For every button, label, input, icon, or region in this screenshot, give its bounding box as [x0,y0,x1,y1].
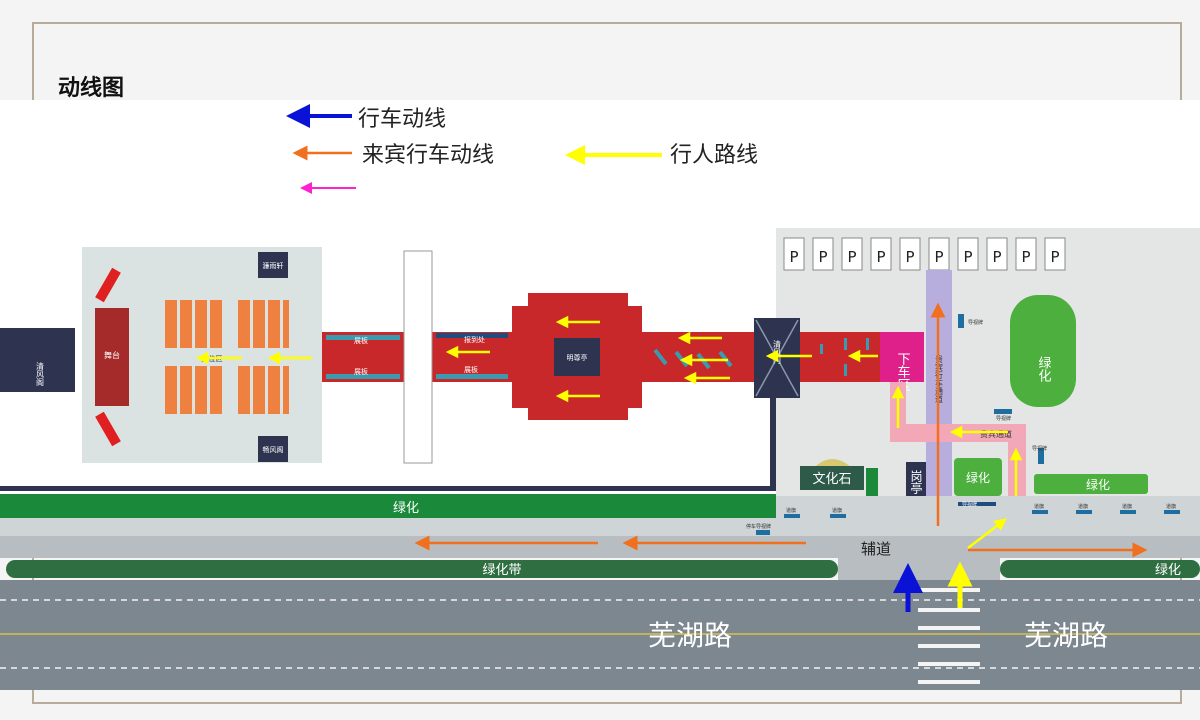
svg-text:道旗: 道旗 [1166,503,1176,510]
pavilion-left [0,328,75,392]
main-road [0,580,1200,690]
green-bottom [0,494,776,518]
sign-1 [958,314,964,328]
green-belt-right [1000,560,1200,578]
dropoff-zone [880,332,924,382]
svg-text:道旗: 道旗 [1078,503,1088,510]
stage [95,308,129,406]
parking-label: P [789,248,798,266]
parking-label: P [847,248,856,266]
gate-label: 清风门 [773,339,782,365]
green-right-label: 绿化 [1036,356,1052,383]
green-right [1010,295,1076,407]
guest-vehicle-flow [414,302,1148,558]
svg-text:道旗: 道旗 [832,507,842,514]
entry-flags [820,338,869,376]
culture-stone-label: 文化石 [812,472,851,487]
guard-post-label: 岗亭 [909,470,923,494]
parking-label: P [992,248,1001,266]
guest-channel-label: 贵宾通道 [980,429,1012,439]
sign-4-label: 停车导视牌 [746,523,771,530]
board-4 [436,374,508,379]
sign-3-label: 导视牌 [1032,445,1047,452]
stage-label: 舞台 [104,350,120,360]
pedestrian-flow [195,315,1023,608]
green-bottom-label: 绿化 [393,501,419,516]
green-strip [1034,474,1148,494]
board-1-label: 展板 [354,336,368,345]
parking-label: P [1050,248,1059,266]
crosswalk [918,588,980,684]
parking-label: P [876,248,885,266]
top-pavilion [258,252,288,278]
culture-stone [800,466,864,490]
road-label-right: 芜湖路 [1024,619,1108,652]
legend-guest-vehicle-label: 来宾行车动线 [362,143,494,168]
sidewalk-left [0,518,776,536]
stage-wing-top [95,267,121,303]
board-3 [436,333,508,338]
road-label-left: 芜湖路 [648,619,732,652]
culture-stone-green [866,468,878,496]
parking-space [1044,237,1066,271]
sign-2 [994,409,1012,414]
board-2-label: 展板 [354,367,368,376]
parking-space [812,237,834,271]
svg-text:道旗: 道旗 [1122,503,1132,510]
parking-space [870,237,892,271]
sidewalk-flags: 道旗 道旗 道旗 道旗 道旗 道旗 [784,503,1180,518]
seating-area [165,300,289,414]
parking-space [841,237,863,271]
bottom-pavilion [258,436,288,462]
guest-channel [890,382,1026,496]
green-small [954,458,1002,496]
legend: 行车动线 来宾行车动线 行人路线 [286,104,758,194]
svg-text:道旗: 道旗 [786,507,796,514]
aux-road [0,536,1200,558]
aux-road-label: 辅道 [861,540,891,558]
green-belt-label: 绿化带 [482,563,521,578]
median-gap [838,558,1000,580]
green-strip-label: 绿化 [1086,477,1110,492]
sign-3 [1038,448,1044,464]
parking-label: P [818,248,827,266]
parking-space [986,237,1008,271]
parking-space [783,237,805,271]
parking-label: P [1021,248,1030,266]
parking-space [1015,237,1037,271]
board-4-label: 展板 [464,365,478,374]
parking-space [899,237,921,271]
board-1 [326,335,400,340]
green-small-label: 绿化 [966,470,990,485]
crossing-panel [403,250,433,464]
legend-pedestrian-label: 行人路线 [670,143,758,168]
board-2 [326,374,400,379]
green-belt [6,560,838,578]
sign-2-label: 导视牌 [996,415,1011,422]
ming-pavilion-label: 明尊亭 [567,353,588,362]
sign-5 [958,502,996,506]
legend-vehicle-label: 行车动线 [358,107,446,132]
sign-4 [756,530,770,535]
bottom-pavilion-label: 畅风阁 [263,445,284,454]
sign-5-label: 导视牌 [962,501,977,508]
parking-label: P [934,248,943,266]
stage-wing-bottom [95,411,121,447]
ming-pavilion [554,338,600,376]
flow-map: 行车动线 来宾行车动线 行人路线 清风阁 濂雨轩 畅风阁 舞台 座位区 明尊亭 … [0,100,1200,690]
pavilion-left-label: 清风阁 [36,361,45,387]
parking-label: P [905,248,914,266]
sign-1-label: 导视牌 [968,319,983,326]
parking-space [957,237,979,271]
green-belt-right-label: 绿化 [1155,563,1181,578]
svg-text:道旗: 道旗 [1034,503,1044,510]
board-3-label: 报到处 [464,335,485,344]
top-pavilion-label: 濂雨轩 [263,261,284,270]
guard-post [906,462,926,496]
page-title: 动线图 [58,76,125,101]
parking-label: P [963,248,972,266]
dropoff-label: 下车区 [895,352,911,391]
